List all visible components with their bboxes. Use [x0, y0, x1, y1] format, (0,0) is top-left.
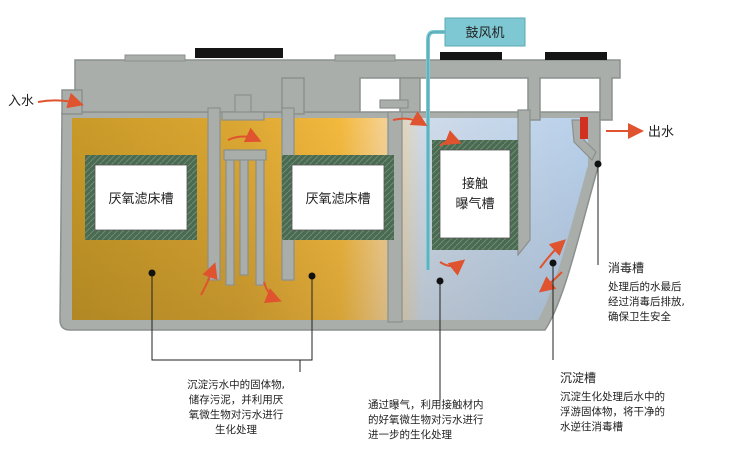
disinfection-title: 消毒槽 — [608, 261, 644, 275]
anaerobic-note-3: 氧微生物对污水进行 — [189, 408, 284, 421]
anaerobic-callout: 沉淀污水中的固体物, 储存污泥，并利用厌 氧微生物对污水进行 生化处理 — [187, 378, 285, 436]
sedimentation-note-2: 浮游固体物，将干净的 — [560, 405, 665, 418]
disinfectant-marker — [580, 117, 588, 139]
anaerobic-filter-1: 厌氧滤床槽 — [85, 155, 197, 240]
sedimentation-callout: 沉淀槽 沉淀生化处理后水中的 浮游固体物，将干净的 水逆往消毒槽 — [560, 371, 665, 433]
callout-dots — [148, 160, 602, 285]
flow-arrow-5 — [439, 130, 462, 147]
sedimentation-note-3: 水逆往消毒槽 — [560, 420, 623, 433]
tank-roof — [61, 59, 621, 121]
contact-aeration-box: 接触 曝气槽 — [432, 140, 518, 250]
manhole-cover-3 — [545, 52, 607, 60]
anaerobic-filter-2-label: 厌氧滤床槽 — [305, 192, 370, 207]
disinfection-note-3: 确保卫生安全 — [608, 310, 671, 323]
aeration-callout: 通过曝气，利用接触材内 的好氧微生物对污水进行 进一步的生化处理 — [368, 398, 484, 441]
blower: 鼓风机 — [426, 17, 526, 270]
blower-label: 鼓风机 — [465, 26, 504, 41]
inlet-arrow — [37, 92, 84, 109]
disinfection-note-1: 处理后的水最后 — [608, 280, 682, 293]
manhole-cover-1 — [195, 48, 283, 58]
aeration-note-2: 的好氧微生物对污水进行 — [368, 413, 484, 426]
anaerobic-filter-2: 厌氧滤床槽 — [282, 155, 394, 240]
contact-aeration-line2: 曝气槽 — [455, 196, 494, 212]
anaerobic-note-2: 储存污泥，并利用厌 — [189, 393, 284, 406]
anaerobic-note-4: 生化处理 — [215, 423, 257, 436]
inlet-label: 入水 — [8, 94, 34, 109]
sedimentation-note-1: 沉淀生化处理后水中的 — [560, 390, 665, 403]
aeration-note-3: 进一步的生化处理 — [368, 428, 452, 441]
sedimentation-title: 沉淀槽 — [560, 371, 596, 385]
flow-arrow-3 — [263, 281, 282, 303]
anaerobic-filter-1-label: 厌氧滤床槽 — [108, 192, 173, 207]
manhole-cover-2 — [440, 52, 502, 60]
flow-arrow-4 — [392, 111, 428, 126]
contact-aeration-line1: 接触 — [462, 176, 488, 192]
aeration-note-1: 通过曝气，利用接触材内 — [368, 398, 484, 411]
disinfection-callout: 消毒槽 处理后的水最后 经过消毒后排放, 确保卫生安全 — [608, 261, 685, 323]
flow-arrow-1 — [227, 127, 262, 143]
flow-arrow-2 — [200, 262, 218, 296]
callout-lines — [151, 165, 599, 400]
flow-arrow-6 — [439, 259, 466, 276]
flow-arrow-7 — [539, 239, 566, 269]
disinfection-note-2: 经过消毒后排放, — [608, 295, 685, 308]
flow-arrows — [37, 92, 644, 303]
outlet-label: 出水 — [648, 125, 674, 140]
flow-arrow-8 — [538, 271, 563, 293]
anaerobic-note-1: 沉淀污水中的固体物, — [187, 378, 285, 391]
